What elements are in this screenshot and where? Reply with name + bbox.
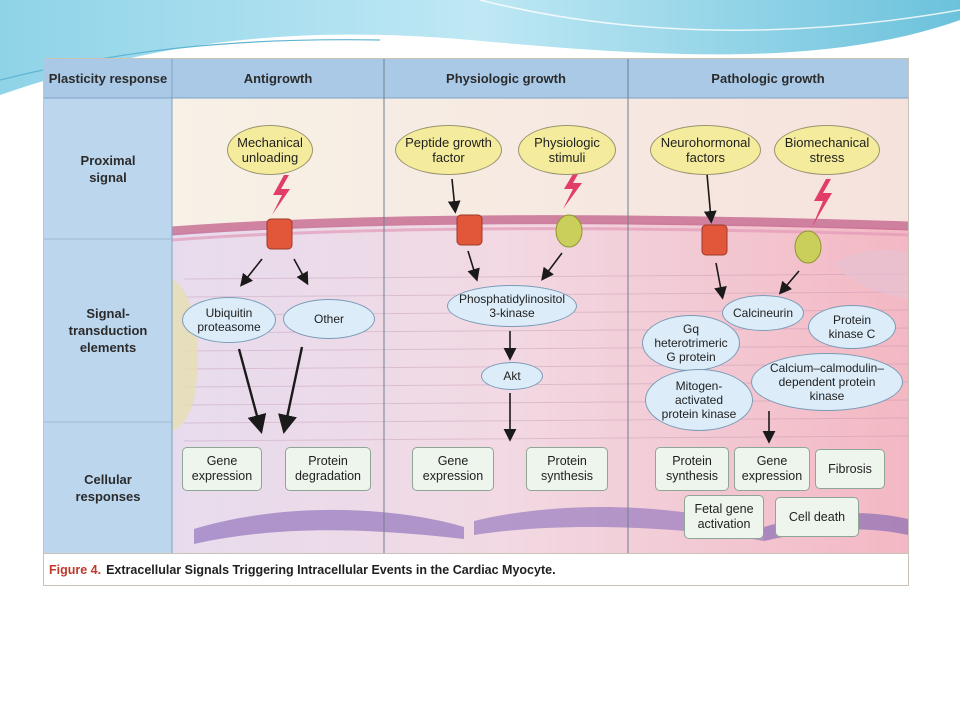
response-fibrosis: Fibrosis [815, 449, 885, 489]
header-physiologic-growth: Physiologic growth [446, 71, 566, 86]
receptor-physiologic [555, 214, 583, 248]
element-calcineurin: Calcineurin [722, 295, 804, 331]
row-label-cellular-responses: Cellular responses [75, 471, 141, 504]
header-plasticity-response: Plasticity response [48, 71, 168, 86]
response-protein-synthesis: Protein synthesis [526, 447, 608, 491]
lightning-icon [272, 175, 290, 215]
response-gene-expression: Gene expression [182, 447, 262, 491]
response-gene-expression: Gene expression [734, 447, 810, 491]
receptor-antigrowth [266, 218, 293, 250]
receptor-neurohormonal [701, 224, 728, 256]
element-protein-kinase-c: Protein kinase C [808, 305, 896, 349]
element-gq-heterotrimeric-g-protein: Gq heterotrimeric G protein [642, 315, 740, 371]
element-phosphatidylinositol-3-kinase: Phosphatidylinositol 3-kinase [447, 285, 577, 327]
response-fetal-gene-activation: Fetal gene activation [684, 495, 764, 539]
receptor-biomechanical [794, 230, 822, 264]
response-protein-synthesis: Protein synthesis [655, 447, 729, 491]
signal-physiologic-stimuli: Physiologic stimuli [518, 125, 616, 175]
signal-biomechanical-stress: Biomechanical stress [774, 125, 880, 175]
figure-caption: Figure 4. Extracellular Signals Triggeri… [44, 553, 908, 585]
lightning-icon [812, 179, 832, 227]
response-gene-expression: Gene expression [412, 447, 494, 491]
element-ubiquitin-proteasome: Ubiquitin proteasome [182, 297, 276, 343]
header-pathologic-growth: Pathologic growth [711, 71, 825, 86]
response-cell-death: Cell death [775, 497, 859, 537]
row-label-proximal-signal: Proximal signal [80, 152, 136, 185]
cardiac-signaling-figure: Plasticity response Antigrowth Physiolog… [43, 58, 909, 586]
element-calcium-calmodulin-dependent-protein-kinase: Calcium–calmodulin–dependent protein kin… [751, 353, 903, 411]
signal-neurohormonal-factors: Neurohormonal factors [650, 125, 761, 175]
figure-title: Extracellular Signals Triggering Intrace… [106, 563, 556, 577]
receptor-peptide [456, 214, 483, 246]
figure-number: Figure 4. [49, 563, 102, 577]
element-other: Other [283, 299, 375, 339]
header-antigrowth: Antigrowth [243, 71, 313, 86]
element-mitogen-activated-protein-kinase: Mitogen-activated protein kinase [645, 369, 753, 431]
signal-mechanical-unloading: Mechanical unloading [227, 125, 313, 175]
lightning-icon [563, 169, 582, 209]
signal-peptide-growth-factor: Peptide growth factor [395, 125, 502, 175]
response-protein-degradation: Protein degradation [285, 447, 371, 491]
element-akt: Akt [481, 362, 543, 390]
row-label-signal-transduction: Signal- transduction elements [68, 306, 148, 355]
